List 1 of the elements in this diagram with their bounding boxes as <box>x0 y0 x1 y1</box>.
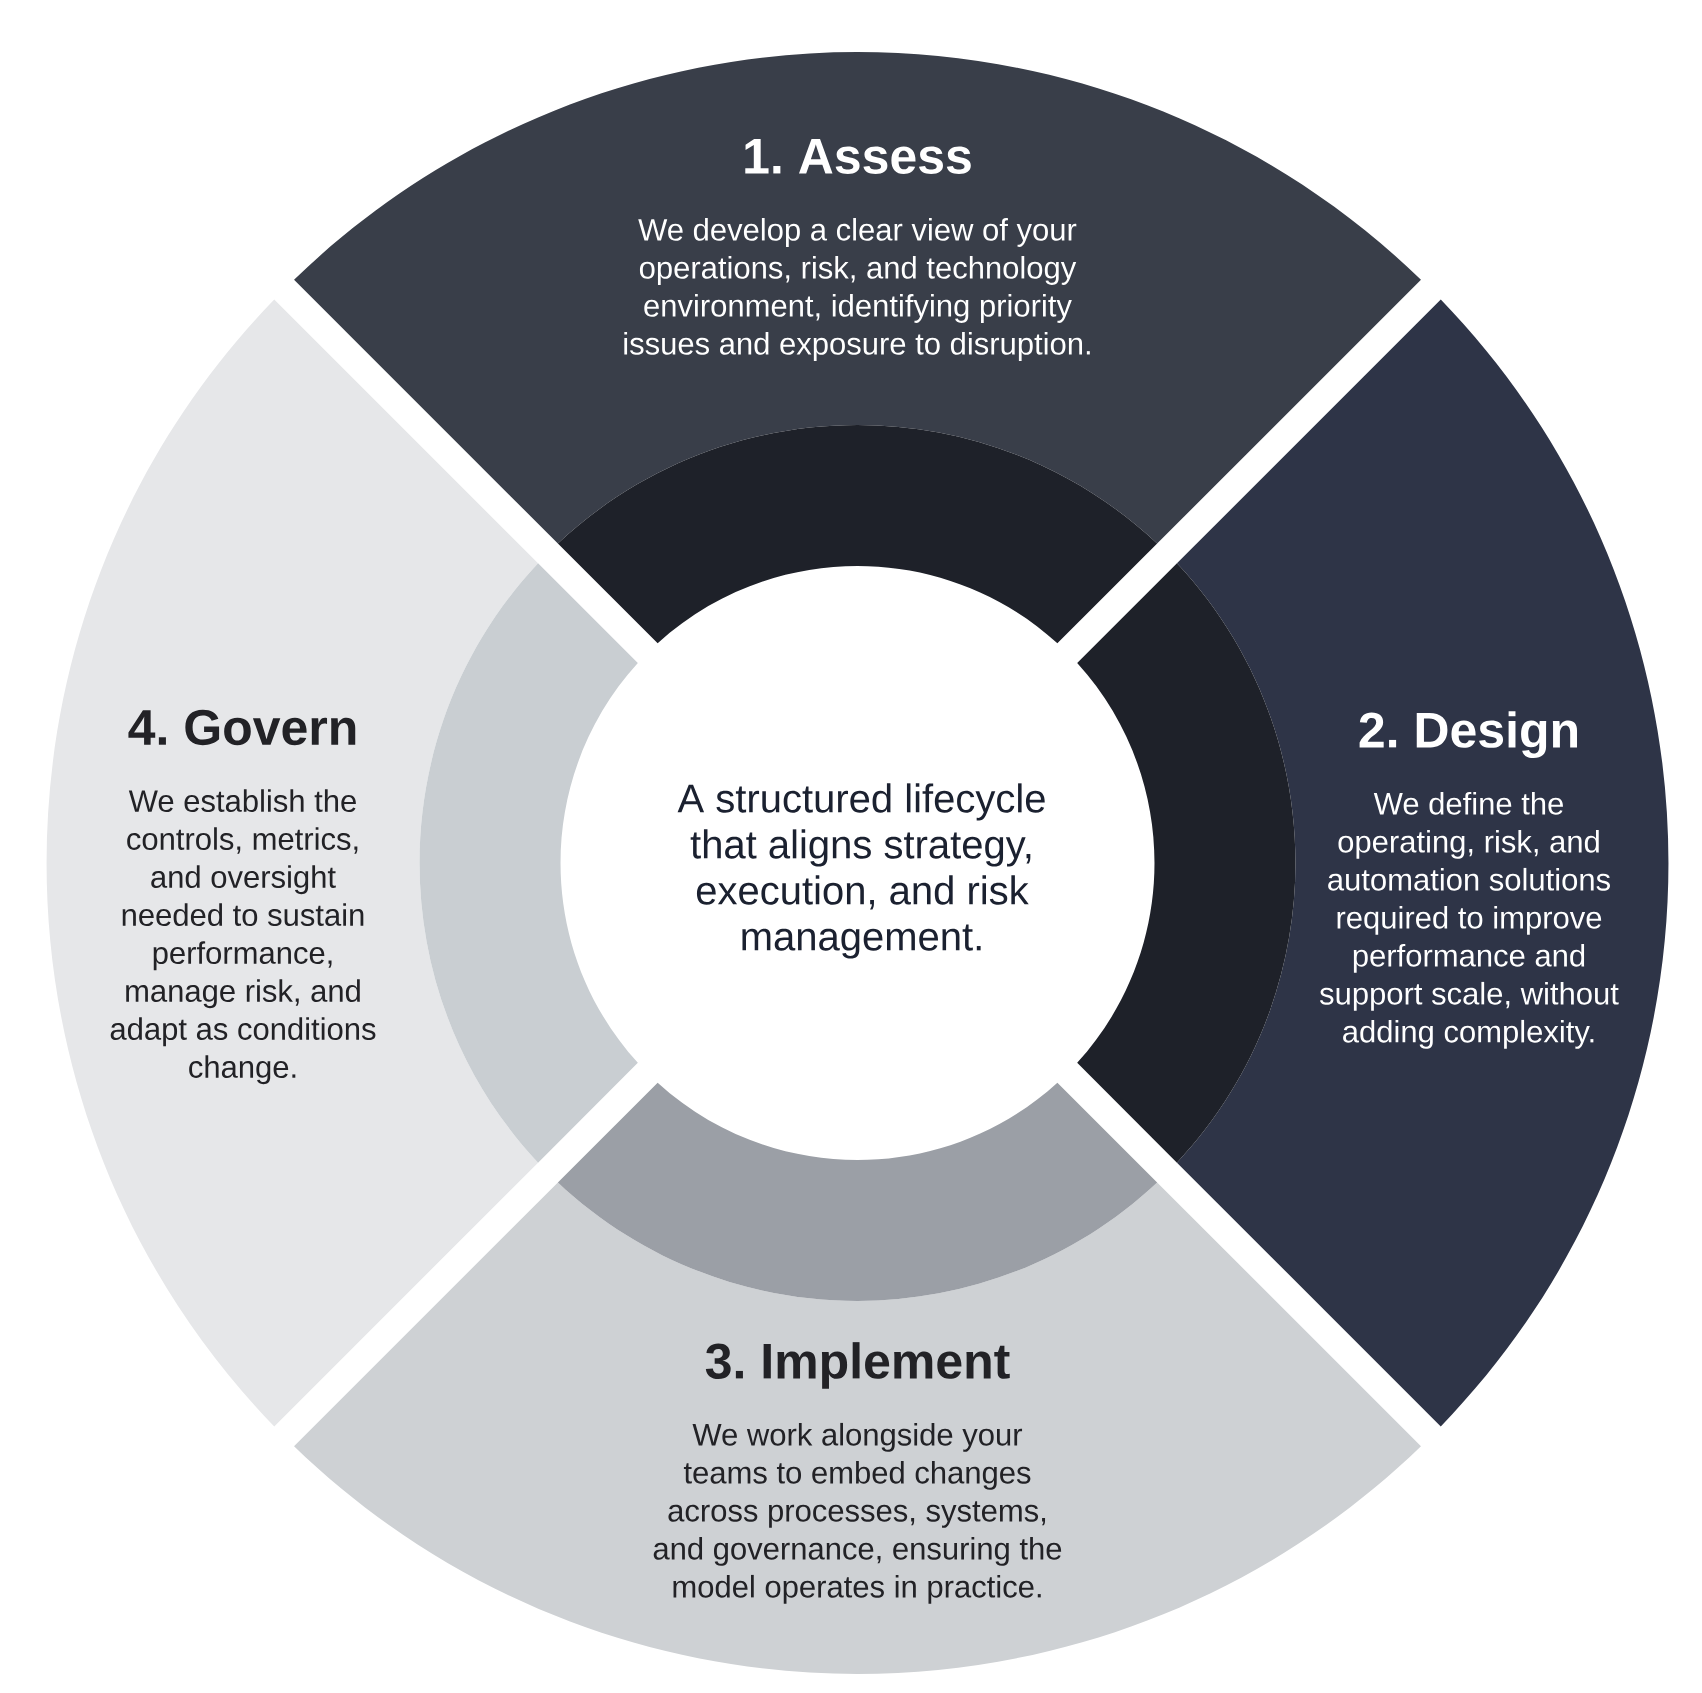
center-text: A structured lifecycle that aligns strategy, execution, and risk management. <box>677 783 1045 959</box>
